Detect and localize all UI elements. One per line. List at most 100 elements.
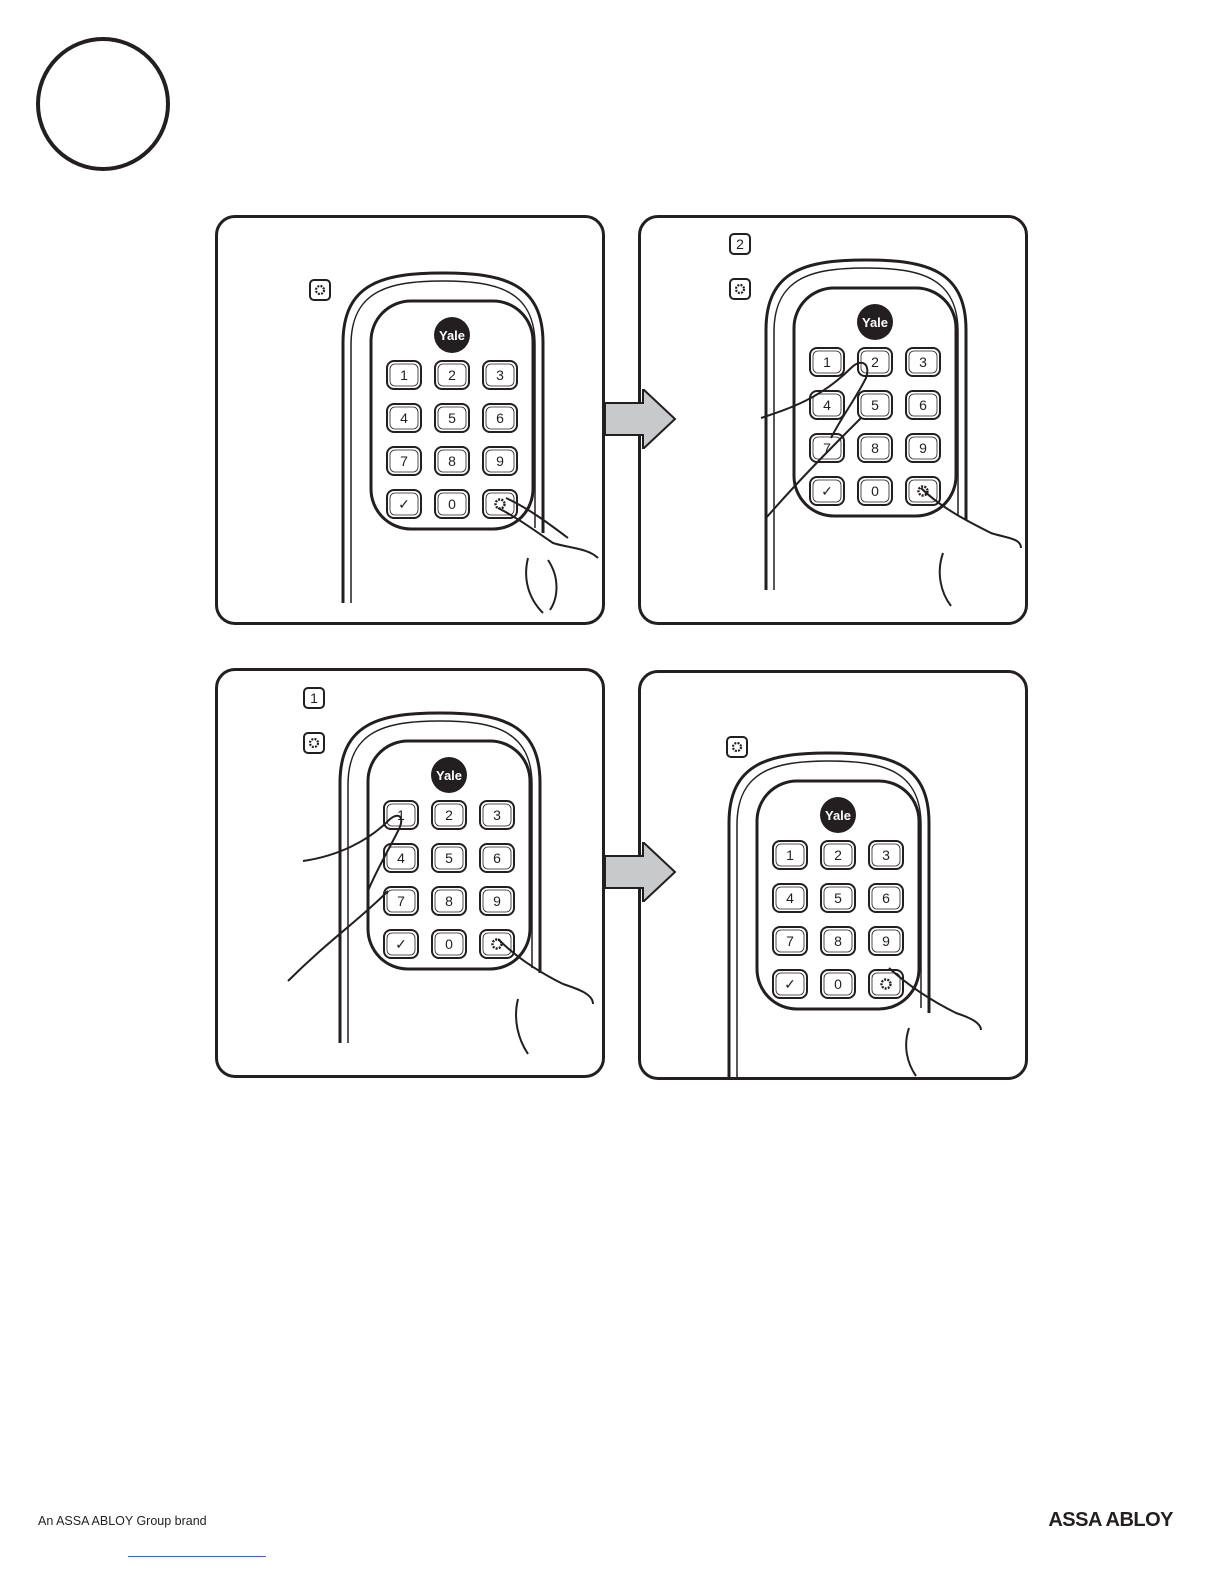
svg-text:4: 4 bbox=[786, 890, 794, 906]
panel-2-drawing: 2 Yale 1 2 3 4 5 6 78 9 ✓ 0 bbox=[641, 218, 1028, 625]
keypad-key: 4 bbox=[387, 404, 421, 432]
svg-text:4: 4 bbox=[397, 850, 405, 866]
keypad-key: 9 bbox=[869, 927, 903, 955]
svg-text:2: 2 bbox=[736, 236, 744, 252]
svg-text:7: 7 bbox=[400, 453, 408, 469]
keypad-key: ✓ bbox=[773, 970, 807, 998]
svg-text:✓: ✓ bbox=[398, 496, 410, 512]
panel-1-drawing: Yale 1 2 3 4 5 6 7 8 9 ✓ 0 bbox=[218, 218, 605, 625]
keypad-key: 0 bbox=[858, 477, 892, 505]
illustration-panel-4: Yale 1 2 3 4 5 6 7 8 9 ✓ 0 bbox=[638, 670, 1028, 1080]
keypad-key: 8 bbox=[858, 434, 892, 462]
indicator-gear-icon bbox=[727, 737, 747, 757]
keypad-key bbox=[483, 490, 517, 518]
keypad-key bbox=[480, 930, 514, 958]
svg-text:1: 1 bbox=[310, 690, 318, 706]
keypad-key: 6 bbox=[906, 391, 940, 419]
keypad-key: 1 bbox=[387, 361, 421, 389]
svg-text:9: 9 bbox=[882, 933, 890, 949]
yale-logo-text: Yale bbox=[825, 808, 851, 823]
yale-logo-text: Yale bbox=[862, 315, 888, 330]
indicator-gear-icon bbox=[730, 279, 750, 299]
svg-text:1: 1 bbox=[823, 354, 831, 370]
keypad-key: 9 bbox=[480, 887, 514, 915]
svg-text:8: 8 bbox=[834, 933, 842, 949]
keypad-key: 0 bbox=[821, 970, 855, 998]
keypad-key: 0 bbox=[432, 930, 466, 958]
svg-text:9: 9 bbox=[493, 893, 501, 909]
svg-text:6: 6 bbox=[496, 410, 504, 426]
keypad-key: 2 bbox=[432, 801, 466, 829]
svg-text:1: 1 bbox=[786, 847, 794, 863]
keypad-key: 0 bbox=[435, 490, 469, 518]
svg-text:0: 0 bbox=[871, 483, 879, 499]
keypad-key: ✓ bbox=[387, 490, 421, 518]
keypad-key: 8 bbox=[432, 887, 466, 915]
keypad-key: 6 bbox=[869, 884, 903, 912]
svg-text:5: 5 bbox=[445, 850, 453, 866]
svg-text:5: 5 bbox=[834, 890, 842, 906]
keypad-key: 6 bbox=[483, 404, 517, 432]
arrow-right-icon bbox=[605, 389, 677, 449]
svg-text:6: 6 bbox=[919, 397, 927, 413]
keypad-key: 9 bbox=[483, 447, 517, 475]
yale-logo-text: Yale bbox=[439, 328, 465, 343]
keypad-key: 2 bbox=[821, 841, 855, 869]
keypad-key: 5 bbox=[821, 884, 855, 912]
footer-link-underline[interactable] bbox=[128, 1556, 266, 1557]
svg-text:✓: ✓ bbox=[784, 976, 796, 992]
indicator-gear-icon bbox=[304, 733, 324, 753]
svg-text:7: 7 bbox=[786, 933, 794, 949]
keypad-key: 5 bbox=[435, 404, 469, 432]
keypad-key: 7 bbox=[773, 927, 807, 955]
svg-text:5: 5 bbox=[448, 410, 456, 426]
illustration-panel-1: Yale 1 2 3 4 5 6 7 8 9 ✓ 0 bbox=[215, 215, 605, 625]
keypad-key: 6 bbox=[480, 844, 514, 872]
svg-text:4: 4 bbox=[400, 410, 408, 426]
keypad-key: 3 bbox=[480, 801, 514, 829]
svg-text:3: 3 bbox=[882, 847, 890, 863]
svg-text:0: 0 bbox=[445, 936, 453, 952]
keypad-key: 1 bbox=[773, 841, 807, 869]
keypad-key: 7 bbox=[384, 887, 418, 915]
svg-text:9: 9 bbox=[496, 453, 504, 469]
svg-text:8: 8 bbox=[445, 893, 453, 909]
keypad-key: 2 bbox=[435, 361, 469, 389]
svg-text:8: 8 bbox=[448, 453, 456, 469]
keypad-key: 7 bbox=[810, 434, 844, 462]
keypad-key: ✓ bbox=[810, 477, 844, 505]
svg-text:9: 9 bbox=[919, 440, 927, 456]
svg-text:7: 7 bbox=[397, 893, 405, 909]
keypad-key: ✓ bbox=[384, 930, 418, 958]
keypad-key: 5 bbox=[432, 844, 466, 872]
svg-text:3: 3 bbox=[493, 807, 501, 823]
indicator-key-2: 2 bbox=[730, 234, 750, 254]
keypad-key: 7 bbox=[387, 447, 421, 475]
keypad-key: 4 bbox=[773, 884, 807, 912]
keypad-key: 8 bbox=[435, 447, 469, 475]
panel-4-drawing: Yale 1 2 3 4 5 6 7 8 9 ✓ 0 bbox=[641, 673, 1028, 1080]
svg-text:2: 2 bbox=[834, 847, 842, 863]
keypad-key: 3 bbox=[483, 361, 517, 389]
svg-text:2: 2 bbox=[448, 367, 456, 383]
keypad-key: 9 bbox=[906, 434, 940, 462]
yale-logo-text: Yale bbox=[436, 768, 462, 783]
svg-text:3: 3 bbox=[496, 367, 504, 383]
assa-abloy-logo: ASSA ABLOY bbox=[1048, 1509, 1173, 1532]
svg-text:2: 2 bbox=[871, 354, 879, 370]
svg-text:5: 5 bbox=[871, 397, 879, 413]
svg-text:1: 1 bbox=[400, 367, 408, 383]
svg-text:3: 3 bbox=[919, 354, 927, 370]
keypad-key: 3 bbox=[906, 348, 940, 376]
svg-text:6: 6 bbox=[493, 850, 501, 866]
indicator-key-1: 1 bbox=[304, 688, 324, 708]
arrow-right-icon bbox=[605, 842, 677, 902]
svg-text:4: 4 bbox=[823, 397, 831, 413]
svg-text:0: 0 bbox=[448, 496, 456, 512]
keypad-key: 8 bbox=[821, 927, 855, 955]
svg-text:✓: ✓ bbox=[821, 483, 833, 499]
indicator-gear-icon bbox=[310, 280, 330, 300]
